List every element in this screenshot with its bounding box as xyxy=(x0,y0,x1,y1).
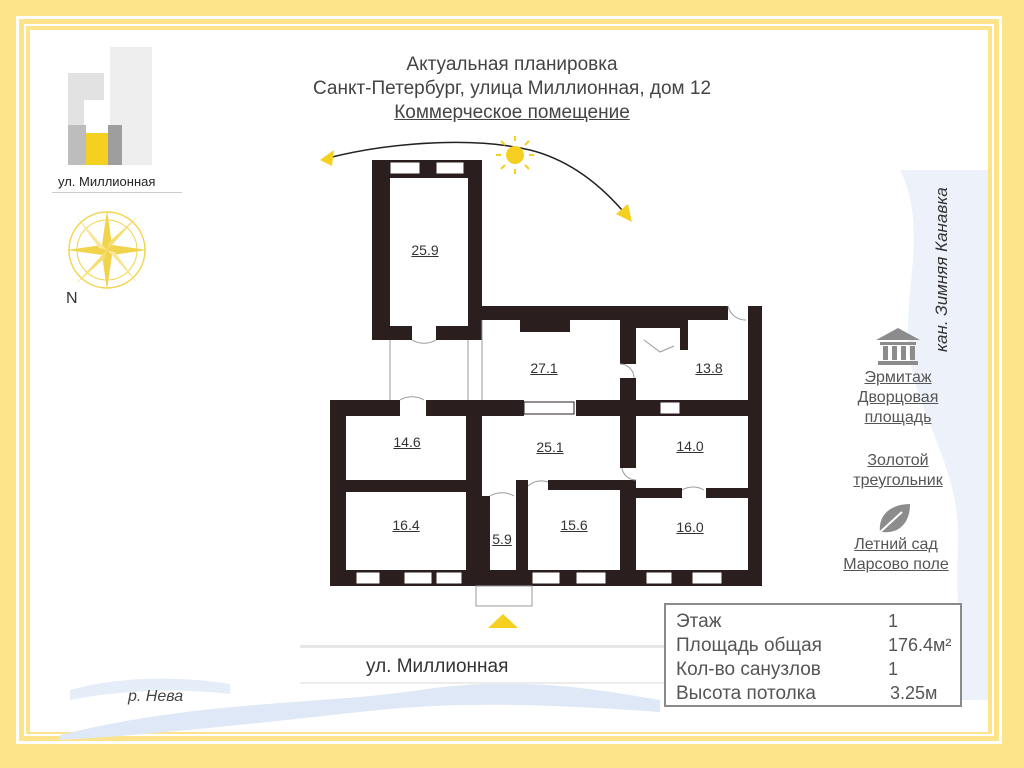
building-locator-icon xyxy=(68,47,152,165)
poi-line: Эрмитаж xyxy=(864,369,932,386)
river-label: р. Нева xyxy=(128,688,184,705)
room-area: 25.1 xyxy=(536,439,564,455)
room-area: 13.8 xyxy=(695,360,723,376)
title-type: Коммерческое помещение xyxy=(0,102,1024,124)
room-area: 14.0 xyxy=(676,438,704,454)
title-address: Санкт-Петербург, улица Миллионная, дом 1… xyxy=(312,78,712,99)
entrance-arrow-icon xyxy=(488,614,518,628)
room-area: 25.9 xyxy=(411,242,439,258)
poi-summer-garden: Летний сад Марсово поле xyxy=(826,535,966,575)
ceiling-label: Высота потолка xyxy=(676,683,816,704)
floor-label: Этаж xyxy=(676,611,722,632)
room-area: 16.4 xyxy=(392,517,420,533)
room-area: 14.6 xyxy=(393,434,421,450)
title-type-text: Коммерческое помещение xyxy=(394,102,630,123)
poi-hermitage: Эрмитаж Дворцовая площадь xyxy=(838,368,958,428)
area-label: Площадь общая xyxy=(676,635,822,656)
canal-label: кан. Зимняя Канавка xyxy=(932,187,951,352)
sun-icon xyxy=(496,136,534,174)
poi-line: площадь xyxy=(864,409,932,426)
compass-icon xyxy=(67,210,147,290)
ceiling-value: 3.25м xyxy=(890,683,938,703)
poi-golden-triangle: Золотой треугольник xyxy=(828,451,968,491)
frame-border-outer xyxy=(16,16,1002,744)
room-area: 27.1 xyxy=(530,360,558,376)
bathrooms-value: 1 xyxy=(888,659,899,679)
room-area: 15.6 xyxy=(560,517,588,533)
info-table: Этаж 1 Площадь общая 176.4м² Кол-во сану… xyxy=(664,603,962,707)
locator-divider xyxy=(52,192,182,193)
room-area: 5.9 xyxy=(492,531,512,547)
floor-value: 1 xyxy=(888,611,899,631)
poi-line: Летний сад xyxy=(854,536,938,553)
poi-line: Золотой xyxy=(867,452,929,469)
leaf-icon xyxy=(877,504,910,535)
street-label: ул. Миллионная xyxy=(366,656,509,677)
frame-border-inner xyxy=(24,24,994,736)
north-label: N xyxy=(66,290,78,307)
poi-line: Марсово поле xyxy=(843,556,949,573)
poi-line: Дворцовая xyxy=(857,389,939,406)
room-area: 16.0 xyxy=(676,519,704,535)
title-line1: Актуальная планировка xyxy=(406,54,618,75)
museum-icon xyxy=(876,328,920,365)
poi-line: треугольник xyxy=(853,472,943,489)
sun-path xyxy=(320,136,632,222)
locator-street-label: ул. Миллионная xyxy=(58,174,156,189)
area-value: 176.4м² xyxy=(888,635,952,655)
bathrooms-label: Кол-во санузлов xyxy=(676,659,821,680)
